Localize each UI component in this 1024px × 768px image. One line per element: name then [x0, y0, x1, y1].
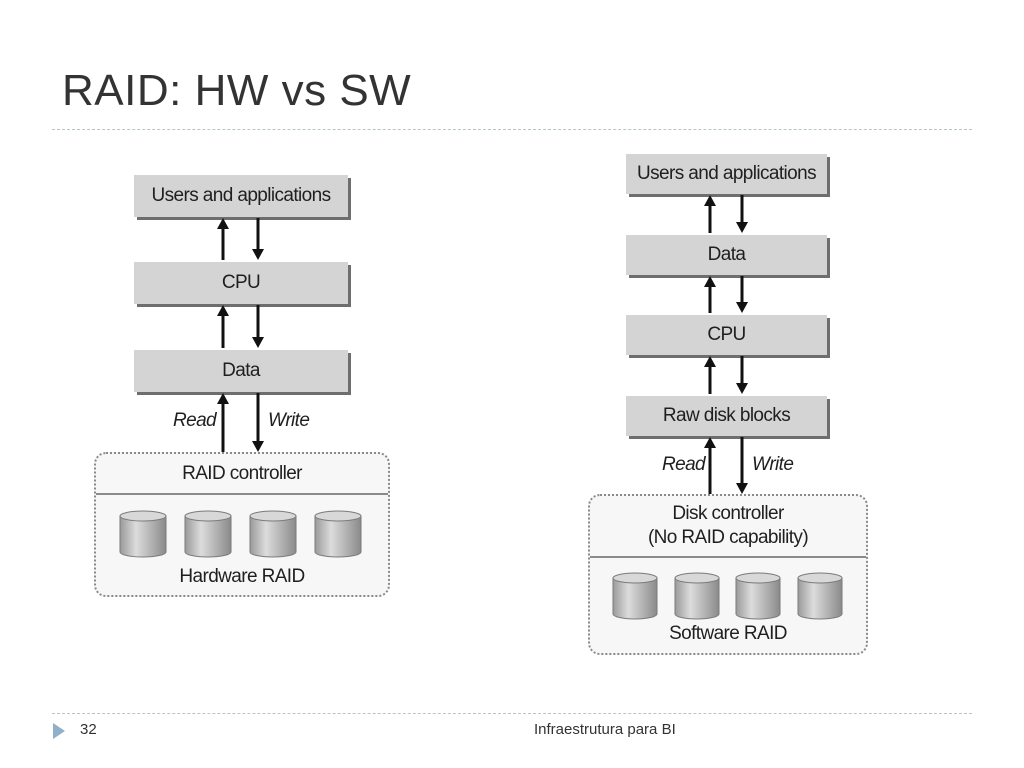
- hw-write-label: Write: [268, 410, 310, 431]
- sw-data-cpu-up-arrow: [704, 276, 716, 313]
- hw-cpu-data-down-arrow: [252, 305, 264, 348]
- triangle-bullet-icon: [53, 723, 65, 739]
- sw-users-data-down-arrow: [736, 195, 748, 233]
- footer-divider: [52, 713, 972, 714]
- hw-layer-data: Data: [134, 350, 348, 392]
- sw-data-cpu-down-arrow: [736, 276, 748, 313]
- sw-raid-label: Software RAID: [669, 623, 787, 644]
- sw-write-label: Write: [752, 454, 794, 475]
- footer-text: Infraestrutura para BI: [534, 721, 676, 738]
- hw-users-cpu-down-arrow: [252, 218, 264, 260]
- title-divider: [52, 129, 972, 130]
- sw-cpu-raw-down-arrow: [736, 356, 748, 394]
- hw-users-cpu-up-arrow: [217, 218, 229, 260]
- hw-controller-header: RAID controller: [96, 454, 388, 495]
- hw-disk-group: [119, 510, 362, 558]
- cylinder-disk-icon: [314, 510, 362, 558]
- sw-raw-controller-up-arrow: [704, 437, 716, 494]
- sw-layer-users: Users and applications: [626, 154, 827, 194]
- cylinder-disk-icon: [735, 572, 781, 620]
- sw-controller-line2: (No RAID capability): [647, 527, 809, 548]
- sw-layer-cpu: CPU: [626, 315, 827, 355]
- sw-disk-group: [612, 572, 843, 620]
- sw-raw-controller-down-arrow: [736, 437, 748, 494]
- cylinder-disk-icon: [612, 572, 658, 620]
- sw-arrows: [704, 195, 748, 494]
- page-number: 32: [80, 721, 97, 738]
- hw-data-controller-down-arrow: [252, 393, 264, 452]
- sw-layer-raw-disk-blocks: Raw disk blocks: [626, 396, 827, 436]
- slide-title: RAID: HW vs SW: [62, 66, 412, 115]
- sw-read-label: Read: [662, 454, 706, 475]
- sw-controller-line1: Disk controller: [672, 503, 784, 524]
- hw-data-controller-up-arrow: [217, 393, 229, 452]
- cylinder-disk-icon: [797, 572, 843, 620]
- cylinder-disk-icon: [674, 572, 720, 620]
- hw-controller-label: RAID controller: [182, 462, 302, 484]
- sw-cpu-raw-up-arrow: [704, 356, 716, 394]
- hw-read-label: Read: [173, 410, 217, 431]
- hw-layer-cpu: CPU: [134, 262, 348, 304]
- cylinder-disk-icon: [249, 510, 297, 558]
- sw-controller-header: Disk controller (No RAID capability): [590, 496, 866, 558]
- cylinder-disk-icon: [119, 510, 167, 558]
- hw-arrows: [217, 218, 264, 452]
- cylinder-disk-icon: [184, 510, 232, 558]
- hw-raid-label: Hardware RAID: [179, 566, 305, 587]
- hw-layer-users: Users and applications: [134, 175, 348, 217]
- hw-cpu-data-up-arrow: [217, 305, 229, 348]
- sw-layer-data: Data: [626, 235, 827, 275]
- sw-users-data-up-arrow: [704, 195, 716, 233]
